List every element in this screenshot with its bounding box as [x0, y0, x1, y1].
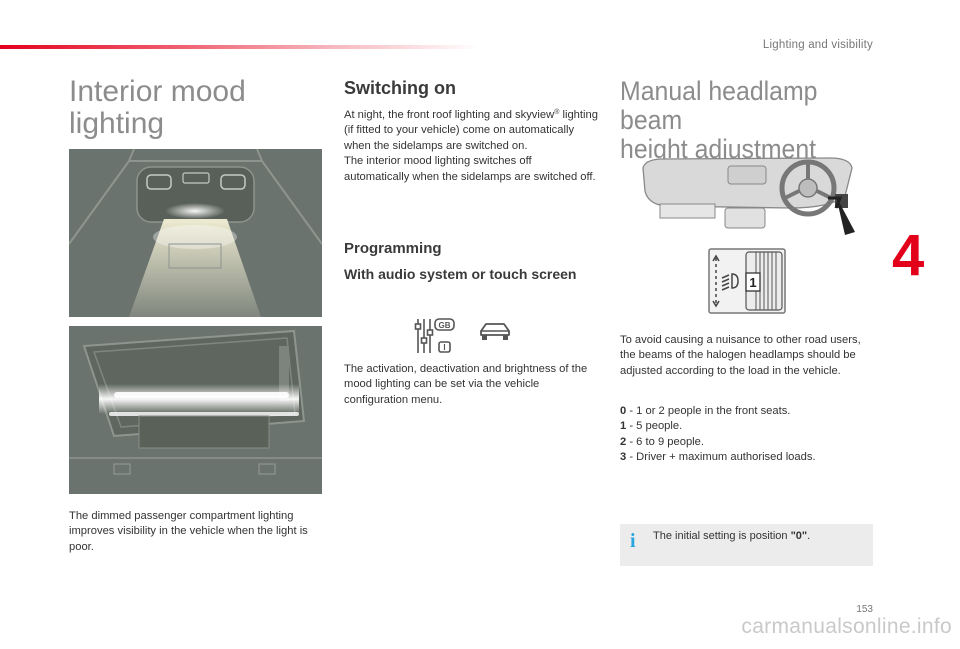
position-item: 3 - Driver + maximum authorised loads. — [620, 451, 816, 464]
header-accent-bar — [0, 45, 480, 49]
section-title: Lighting and visibility — [762, 39, 873, 51]
headlamp-adjustment-title: Manual headlamp beam height adjustment — [620, 76, 859, 164]
dimmed-lighting-text: The dimmed passenger compartment lightin… — [69, 510, 308, 553]
settings-sliders-icon: GB I — [414, 316, 456, 361]
position-item: 1 - 5 people. — [620, 420, 683, 433]
info-note-box: i The initial setting is position "0". — [620, 524, 873, 566]
audio-touchscreen-heading: With audio system or touch screen — [344, 266, 577, 282]
thumbwheel-position-label: 1 — [749, 275, 756, 290]
interior-mood-title-line1: Interior mood — [69, 75, 246, 108]
roof-lighting-illustration — [69, 149, 322, 317]
chapter-number: 4 — [892, 223, 925, 288]
registered-mark: ® — [554, 109, 560, 116]
position-item: 2 - 6 to 9 people. — [620, 435, 704, 448]
headlamp-title-line1: Manual headlamp beam — [620, 76, 818, 136]
page-number: 153 — [856, 604, 873, 615]
sunroof-mood-lighting-illustration — [69, 326, 322, 494]
settings-icon-badge: GB — [439, 321, 451, 330]
dashboard-illustration — [640, 156, 860, 243]
programming-heading: Programming — [344, 240, 442, 257]
load-positions-list: 0 - 1 or 2 people in the front seats. 1 … — [620, 404, 875, 466]
settings-icon-sub: I — [443, 343, 445, 352]
headlamp-thumbwheel-illustration: 1 — [708, 248, 786, 319]
switching-text-part-c: The interior mood lighting switches off … — [344, 155, 596, 183]
activation-text: The activation, deactivation and brightn… — [344, 363, 588, 406]
info-icon: i — [630, 530, 636, 552]
interior-mood-title: Interior mood lighting — [69, 75, 309, 141]
switching-text-part-b: lighting (if fitted to your vehicle) com… — [344, 109, 598, 152]
switching-on-heading: Switching on — [344, 78, 456, 98]
vehicle-config-car-icon — [478, 320, 512, 347]
headlamp-adjustment-text: To avoid causing a nuisance to other roa… — [620, 334, 861, 377]
interior-mood-title-line2: lighting — [69, 107, 165, 141]
info-note-text: The initial setting is position "0". — [653, 530, 811, 542]
switching-on-text: At night, the front roof lighting and sk… — [344, 108, 599, 185]
watermark: carmanualsonline.info — [741, 615, 952, 638]
position-item: 0 - 1 or 2 people in the front seats. — [620, 405, 791, 417]
switching-text-part-a: At night, the front roof lighting and sk… — [344, 109, 555, 121]
